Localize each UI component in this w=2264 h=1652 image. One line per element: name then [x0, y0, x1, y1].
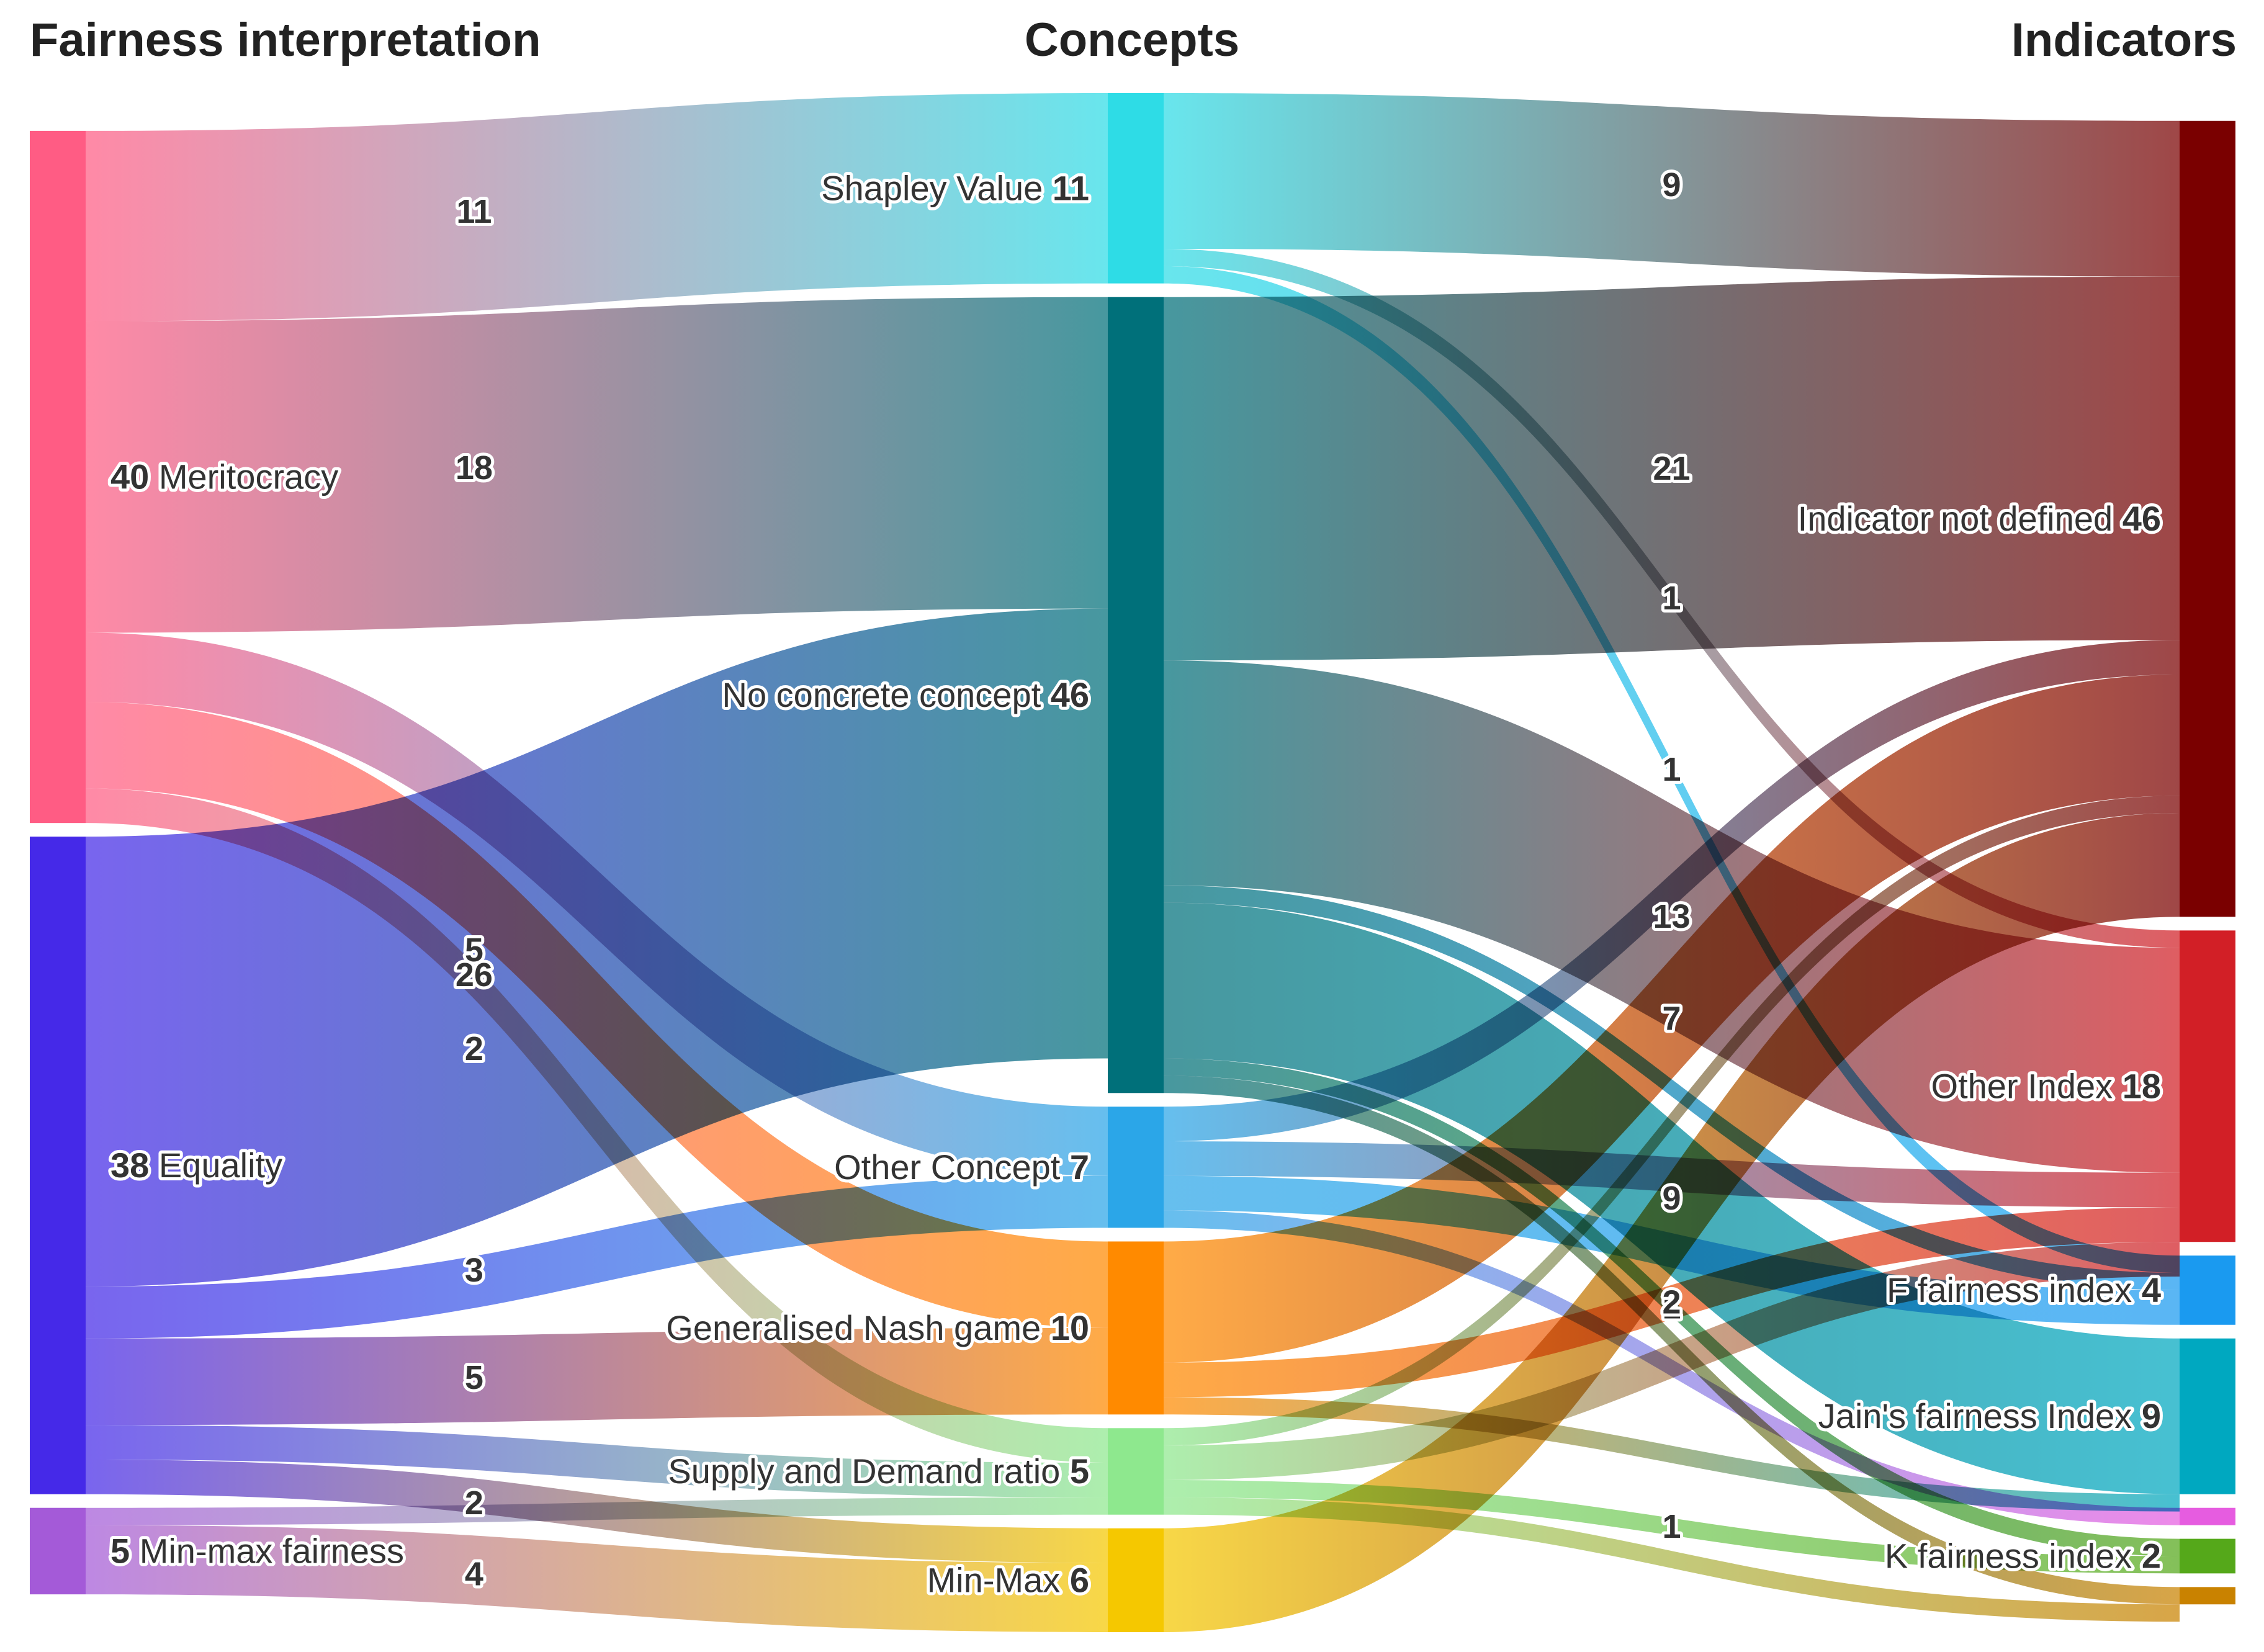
- node-label-otherindex: Other Index 18: [1931, 1066, 2161, 1105]
- node-label-notdefined: Indicator not defined 46: [1798, 499, 2161, 538]
- link-value-label: 18: [456, 449, 493, 487]
- node-noconcrete: [1108, 297, 1164, 1093]
- link-shapley-to-notdefined: [1164, 93, 2180, 277]
- link-value-label: 11: [456, 193, 492, 230]
- node-label-supply: Supply and Demand ratio 5: [668, 1452, 1089, 1491]
- node-label-jain: Jain's fairness Index 9: [1818, 1396, 2161, 1435]
- link-value-label: 1: [1662, 1508, 1681, 1545]
- node-supply: [1108, 1428, 1164, 1515]
- link-value-label: 3: [465, 1252, 483, 1289]
- link-value-label: 26: [456, 956, 493, 994]
- node-label-ffair: F fairness index 4: [1887, 1270, 2161, 1309]
- link-noconcrete-to-otherindex: [1164, 660, 2180, 1173]
- node-label-meritocracy: 40 Meritocracy: [110, 457, 338, 496]
- node-otherconcept: [1108, 1107, 1164, 1228]
- header-fairness-interpretation: Fairness interpretation: [30, 14, 541, 66]
- node-nash: [1108, 1241, 1164, 1415]
- link-value-label: 2: [465, 1030, 483, 1067]
- link-value-label: 7: [1662, 1000, 1681, 1037]
- node-minmax_fair: [30, 1507, 86, 1595]
- link-equality-to-nash: [86, 1327, 1108, 1425]
- link-value-label: 2: [465, 1484, 483, 1522]
- link-nash-to-otherindex: [1164, 1207, 2180, 1398]
- node-brownnode: [2180, 1587, 2235, 1605]
- node-label-otherconcept: Other Concept 7: [834, 1147, 1089, 1187]
- links-layer: [86, 93, 2180, 1632]
- header-concepts: Concepts: [1025, 14, 1239, 66]
- node-label-minmax: Min-Max 6: [927, 1560, 1089, 1599]
- node-otherindex: [2180, 930, 2235, 1242]
- nodes-layer: [30, 93, 2235, 1632]
- link-value-label: 21: [1653, 450, 1690, 487]
- node-label-nash: Generalised Nash game 10: [666, 1308, 1089, 1347]
- node-kfair: [2180, 1538, 2235, 1574]
- link-value-label: 13: [1653, 898, 1690, 935]
- node-meritocracy: [30, 130, 86, 824]
- link-otherconcept-to-notdefined: [1164, 640, 2180, 1142]
- link-value-label: 1: [1662, 580, 1681, 617]
- node-label-noconcrete: No concrete concept 46: [722, 675, 1089, 714]
- link-meritocracy-to-shapley: [86, 93, 1108, 321]
- link-supply-to-brownnode: [1164, 1497, 2180, 1622]
- node-notdefined: [2180, 120, 2235, 917]
- link-nash-to-jain: [1164, 1397, 2180, 1512]
- link-value-label: 9: [1662, 166, 1681, 204]
- node-jain: [2180, 1338, 2235, 1494]
- link-equality-to-otherconcept: [86, 1175, 1108, 1339]
- link-meritocracy-to-noconcrete: [86, 297, 1108, 633]
- link-noconcrete-to-notdefined: [1164, 276, 2180, 661]
- node-minmax: [1108, 1528, 1164, 1632]
- link-value-label: 1: [1662, 751, 1681, 788]
- node-label-minmax_fair: 5 Min-max fairness: [110, 1531, 404, 1570]
- node-label-kfair: K fairness index 2: [1885, 1536, 2161, 1575]
- link-equality-to-noconcrete: [86, 608, 1108, 1287]
- link-value-label: 1: [1662, 1289, 1681, 1326]
- link-noconcrete-to-brownnode: [1164, 1075, 2180, 1605]
- link-equality-to-supply: [86, 1425, 1108, 1497]
- link-value-label: 5: [465, 931, 483, 969]
- link-noconcrete-to-ffair: [1164, 885, 2180, 1290]
- link-value-label: 9: [1662, 1180, 1681, 1217]
- node-label-shapley: Shapley Value 11: [821, 168, 1089, 207]
- header-indicators: Indicators: [2011, 14, 2237, 66]
- link-value-label: 2: [1662, 1283, 1681, 1321]
- link-supply-to-notdefined: [1164, 796, 2180, 1446]
- link-minmax-to-notdefined: [1164, 813, 2180, 1632]
- node-ffair: [2180, 1255, 2235, 1325]
- node-equality: [30, 837, 86, 1494]
- node-label-equality: 38 Equality: [110, 1146, 282, 1185]
- link-minmax_fair-to-minmax: [86, 1525, 1108, 1632]
- node-pinknode: [2180, 1507, 2235, 1525]
- link-nash-to-notdefined: [1164, 675, 2180, 1363]
- link-value-label: 4: [465, 1555, 483, 1592]
- link-supply-to-otherindex: [1164, 1242, 2180, 1480]
- link-value-label: 5: [465, 1359, 483, 1396]
- link-minmax_fair-to-supply: [86, 1497, 1108, 1525]
- link-shapley-to-ffair: [1164, 266, 2180, 1273]
- node-shapley: [1108, 93, 1164, 284]
